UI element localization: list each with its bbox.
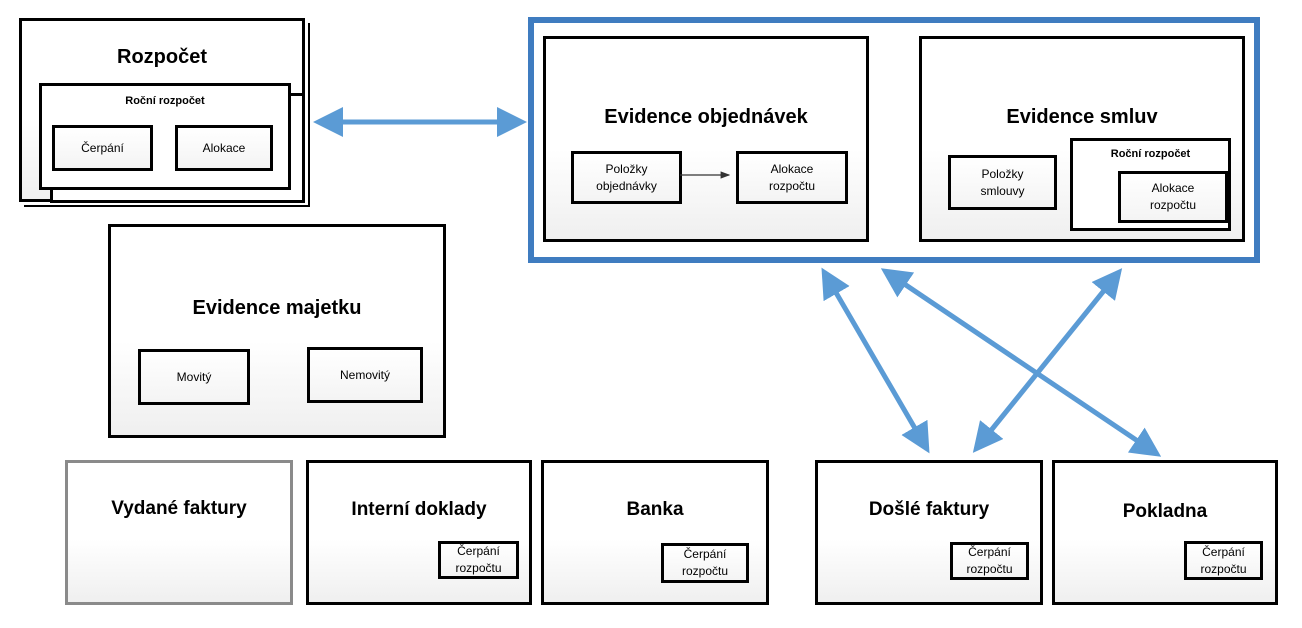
arrow-objednavky-dosle <box>821 267 930 454</box>
evidence-smluv-title: Evidence smluv <box>1006 106 1158 128</box>
pokladna-title: Pokladna <box>1122 501 1208 522</box>
nemovity-box[interactable]: Nemovitý <box>307 347 423 403</box>
arrow-objednavky-pokladna <box>880 268 1162 457</box>
arrow-smlouvy-dosle <box>972 268 1123 453</box>
evidence-majetku-box[interactable]: Evidence majetku Movitý Nemovitý <box>108 224 446 438</box>
rocni-rozpocet-title: Roční rozpočet <box>125 95 205 107</box>
vydane-faktury-box[interactable]: Vydané faktury <box>65 460 293 605</box>
rocni-rozpocet-box[interactable]: Roční rozpočet Čerpání Alokace <box>39 83 291 190</box>
evidence-majetku-title: Evidence majetku <box>192 297 362 319</box>
vydane-faktury-title: Vydané faktury <box>111 498 247 519</box>
rozpocet-title: Rozpočet <box>117 46 207 68</box>
dosle-faktury-title: Došlé faktury <box>868 499 990 520</box>
rozpocet-box[interactable]: Rozpočet Roční rozpočet Čerpání Alokace <box>19 18 305 203</box>
rocni-rozpocet-smlouvy-title: Roční rozpočet <box>1110 148 1191 160</box>
cerpani-box[interactable]: Čerpání <box>52 125 153 171</box>
movity-box[interactable]: Movitý <box>138 349 250 405</box>
evidence-objednavek-title: Evidence objednávek <box>604 106 808 128</box>
alokace-box[interactable]: Alokace <box>175 125 273 171</box>
banka-title: Banka <box>626 499 684 520</box>
interni-doklady-title: Interní doklady <box>351 499 487 520</box>
